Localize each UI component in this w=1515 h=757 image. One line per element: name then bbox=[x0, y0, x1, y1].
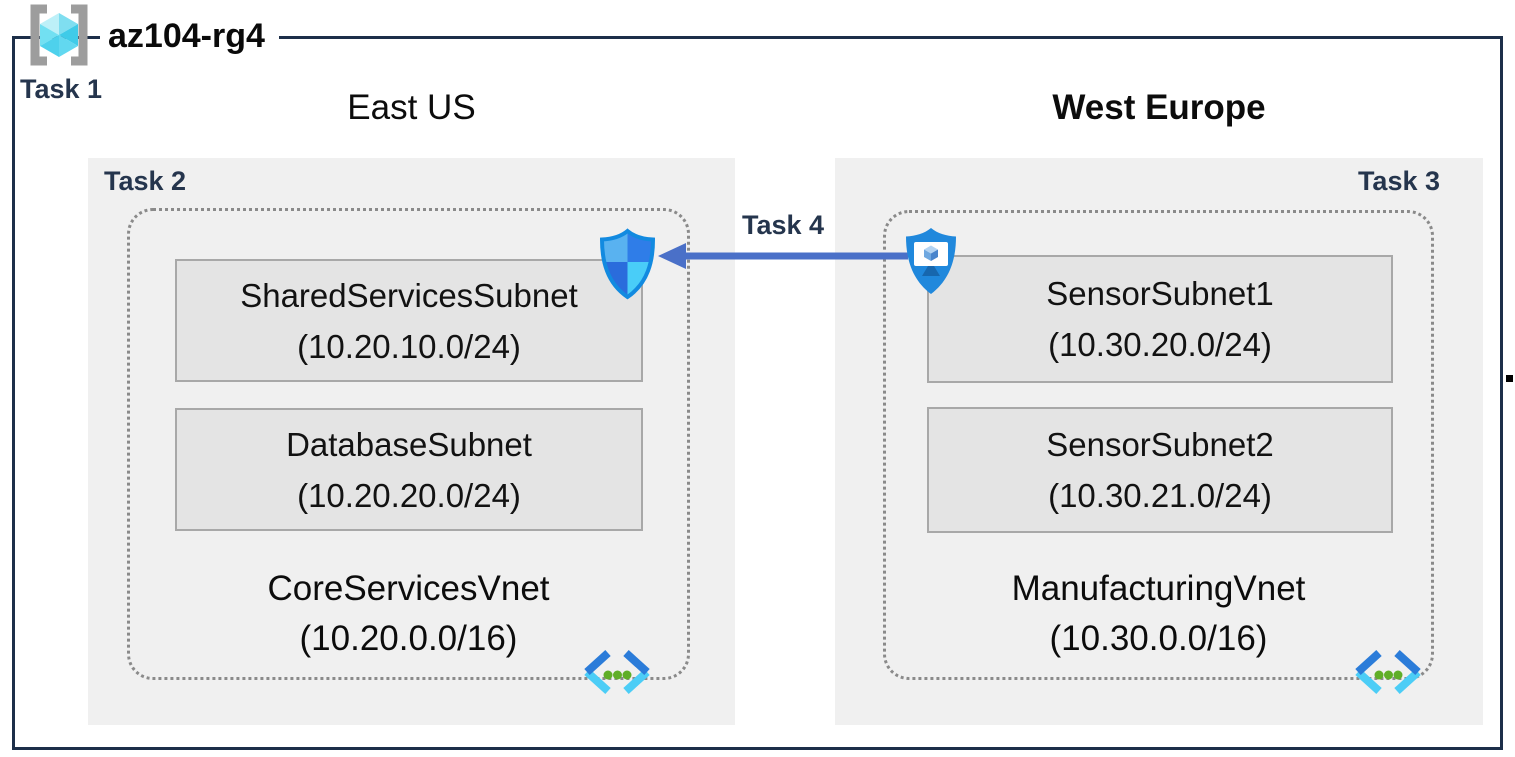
vnet-cidr: (10.30.0.0/16) bbox=[1049, 619, 1268, 658]
peering-arrow bbox=[658, 243, 908, 269]
vnet-name: ManufacturingVnet bbox=[1011, 569, 1306, 608]
subnet-cidr: (10.30.20.0/24) bbox=[1048, 326, 1272, 363]
subnet-sensor1: SensorSubnet1 (10.30.20.0/24) bbox=[927, 255, 1393, 383]
region-label-east-us: East US bbox=[347, 88, 476, 127]
task1-label: Task 1 bbox=[20, 74, 103, 104]
virtual-network-icon bbox=[1355, 650, 1421, 694]
region-label-west-europe: West Europe bbox=[1052, 88, 1266, 127]
task4-label: Task 4 bbox=[741, 210, 825, 240]
subnet-database: DatabaseSubnet (10.20.20.0/24) bbox=[175, 408, 643, 531]
subnet-sharedservices: SharedServicesSubnet (10.20.10.0/24) bbox=[175, 259, 643, 382]
vnet-boundary-coreservices bbox=[127, 208, 690, 680]
subnet-cidr: (10.20.10.0/24) bbox=[297, 327, 521, 365]
task3-label: Task 3 bbox=[1357, 166, 1440, 196]
vnet-label-coreservices: CoreServicesVnet (10.20.0.0/16) bbox=[127, 564, 690, 664]
task2-label: Task 2 bbox=[104, 166, 187, 196]
subnet-name: SensorSubnet2 bbox=[1046, 426, 1274, 463]
vnet-boundary-manufacturing bbox=[883, 210, 1434, 680]
resource-group-boundary bbox=[12, 36, 1503, 750]
subnet-cidr: (10.30.21.0/24) bbox=[1048, 477, 1272, 514]
vnet-cidr: (10.20.0.0/16) bbox=[299, 619, 518, 658]
resource-group-title: az104-rg4 bbox=[100, 14, 279, 58]
shielded-vm-icon bbox=[906, 228, 956, 294]
subnet-sensor2: SensorSubnet2 (10.30.21.0/24) bbox=[927, 407, 1393, 533]
resource-group-icon bbox=[30, 4, 88, 66]
defender-shield-icon bbox=[599, 228, 656, 300]
subnet-name: DatabaseSubnet bbox=[286, 425, 532, 463]
stray-mark bbox=[1506, 375, 1513, 382]
vnet-label-manufacturing: ManufacturingVnet (10.30.0.0/16) bbox=[883, 564, 1434, 664]
subnet-name: SharedServicesSubnet bbox=[240, 276, 578, 314]
virtual-network-icon bbox=[584, 650, 650, 694]
subnet-cidr: (10.20.20.0/24) bbox=[297, 476, 521, 514]
subnet-name: SensorSubnet1 bbox=[1046, 275, 1274, 312]
vnet-name: CoreServicesVnet bbox=[267, 569, 550, 608]
